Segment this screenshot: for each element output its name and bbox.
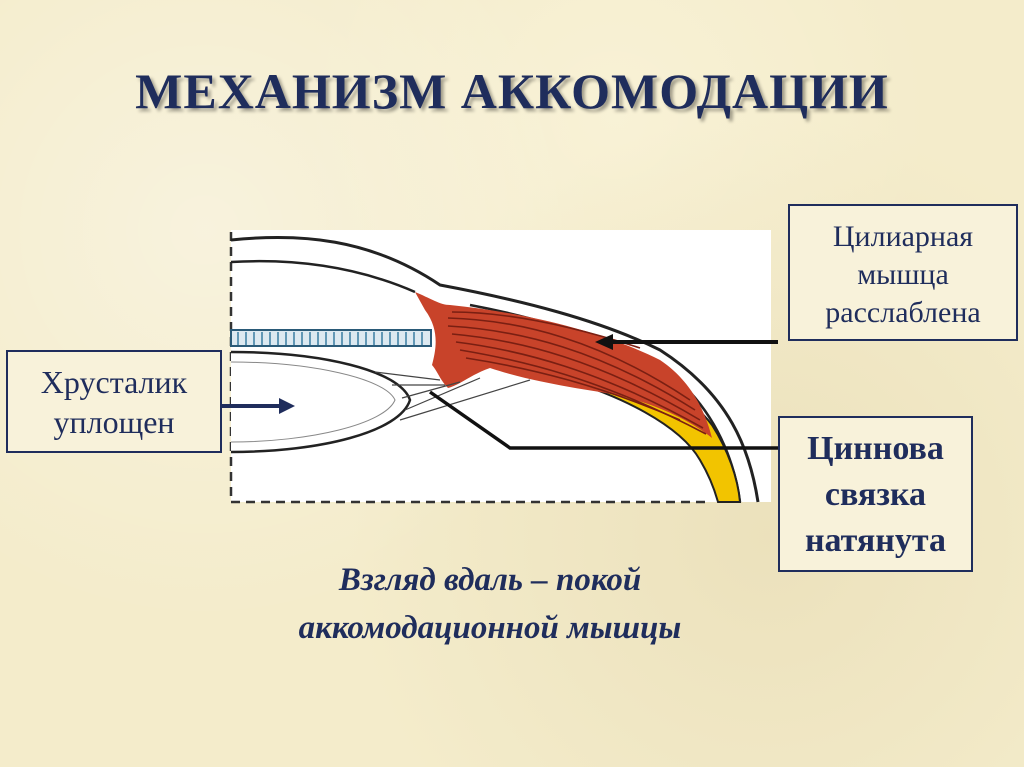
zonule-label-box: Циннова связка натянута [778, 416, 973, 572]
zonule-pointer-line [428, 390, 778, 450]
ciliary-label-line: расслаблена [825, 296, 981, 329]
iris-hatching [237, 332, 423, 345]
diagram-caption: Взгляд вдаль – покой аккомодационной мыш… [200, 556, 780, 652]
lens-label-line: Хрусталик [40, 364, 188, 400]
zonule-fibers [374, 371, 531, 421]
zonule-label-line: связка [824, 476, 927, 513]
sclera-outer-line [230, 235, 760, 503]
lens [230, 350, 412, 454]
caption-line: Взгляд вдаль – покой [338, 562, 642, 598]
slide-title: МЕХАНИЗМ АККОМОДАЦИИ [135, 63, 889, 119]
lens-arrow [222, 398, 295, 414]
cornea-inner-line [230, 259, 416, 294]
caption-line: аккомодационной мышцы [298, 610, 682, 646]
lens-label-box: Хрусталик уплощен [6, 350, 222, 453]
ciliary-label-line: мышца [857, 258, 949, 291]
panel-dashed-border [229, 232, 710, 504]
zonule-label-line: натянута [804, 522, 947, 559]
zonule-label-line: Циннова [807, 430, 944, 467]
ciliary-label-line: Цилиарная [832, 220, 974, 253]
ciliary-muscle-label-box: Цилиарная мышца расслаблена [788, 204, 1018, 341]
lens-inner-line [230, 361, 396, 443]
iris [230, 329, 432, 347]
lens-label-line: уплощен [53, 404, 175, 440]
ciliary-arrow [595, 334, 778, 350]
muscle-fibers [447, 311, 707, 435]
